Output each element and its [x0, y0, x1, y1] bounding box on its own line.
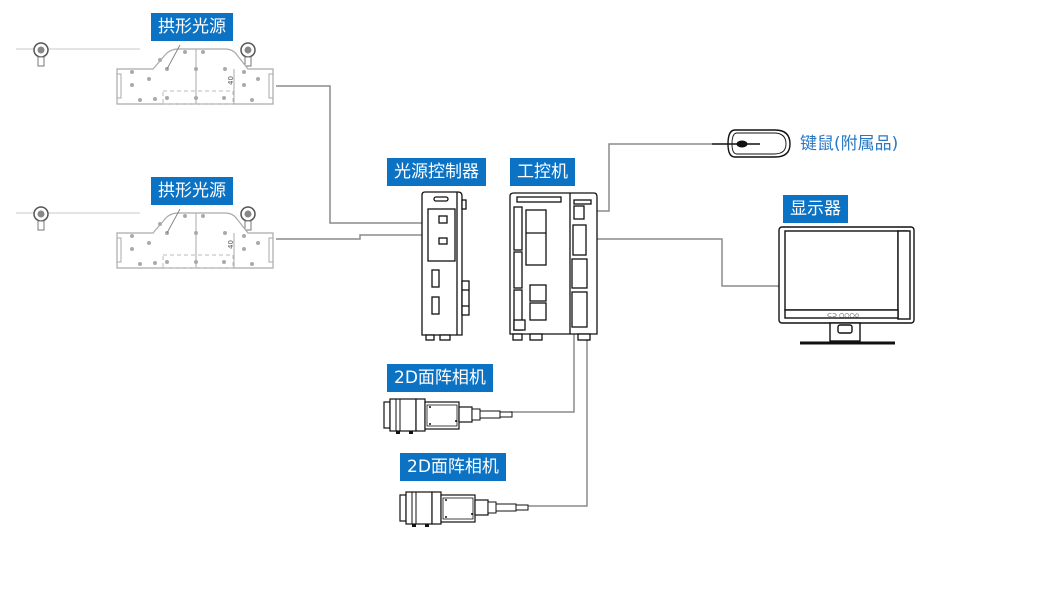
monitor-label: 显示器	[783, 195, 848, 223]
camera-icon	[399, 491, 529, 528]
controller-icon	[421, 191, 470, 341]
industrial-pc-icon	[509, 192, 598, 341]
camera-2-label: 2D面阵相机	[400, 453, 506, 481]
camera-1-label: 2D面阵相机	[387, 364, 493, 392]
cable-ipc-camera1	[510, 327, 575, 413]
camera-icon	[383, 398, 513, 435]
ipc-label: 工控机	[510, 158, 575, 186]
arch-light-icon	[15, 42, 274, 105]
cable-ipc-camera2	[527, 338, 588, 507]
monitor-icon: ⊂⊃ ○○○◇	[778, 226, 915, 345]
mouse-label: 键鼠(附属品)	[800, 134, 899, 154]
cable-ipc-monitor	[576, 238, 782, 287]
mouse-icon	[712, 129, 791, 158]
arch-light-icon	[15, 206, 274, 269]
arch-light-1-label: 拱形光源	[151, 13, 233, 41]
cable-light2-controller	[276, 234, 441, 240]
cable-light1-controller	[276, 85, 430, 224]
light-controller-label: 光源控制器	[387, 158, 486, 186]
arch-light-2-label: 拱形光源	[151, 177, 233, 205]
svg-text:⊂⊃ ○○○◇: ⊂⊃ ○○○◇	[827, 312, 860, 319]
